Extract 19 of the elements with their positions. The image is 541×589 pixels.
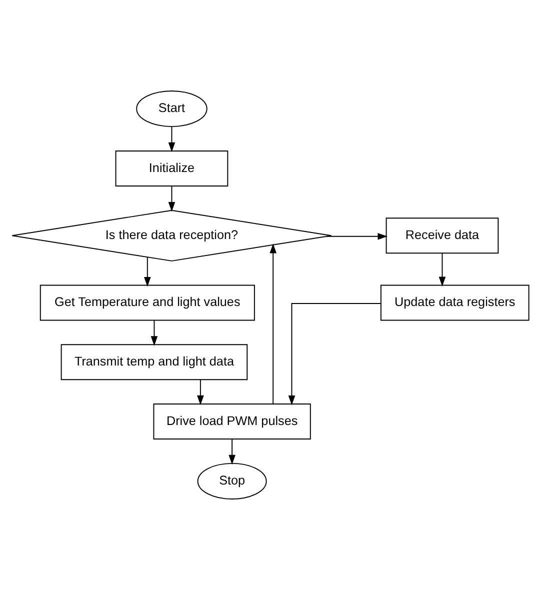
node-box: Transmit temp and light data [60,344,248,380]
node-box: Update data registers [380,284,530,320]
node-box: Drive load PWM pulses [153,402,311,439]
arrow [144,256,151,286]
node-box: Initialize [115,150,228,186]
arrow [197,378,204,405]
node-ellipse: Start [136,90,208,127]
arrow [288,302,381,405]
node-box: Receive data [386,217,499,254]
arrow [168,185,176,212]
node-ellipse: Stop [197,462,267,499]
arrow [438,252,446,286]
arrow [228,438,236,464]
arrow [326,232,388,240]
arrow [168,126,176,152]
arrow [150,320,158,346]
node-diamond: Is there data reception? [12,209,332,261]
arrow [270,243,276,404]
node-box: Get Temperature and light values [40,284,255,320]
